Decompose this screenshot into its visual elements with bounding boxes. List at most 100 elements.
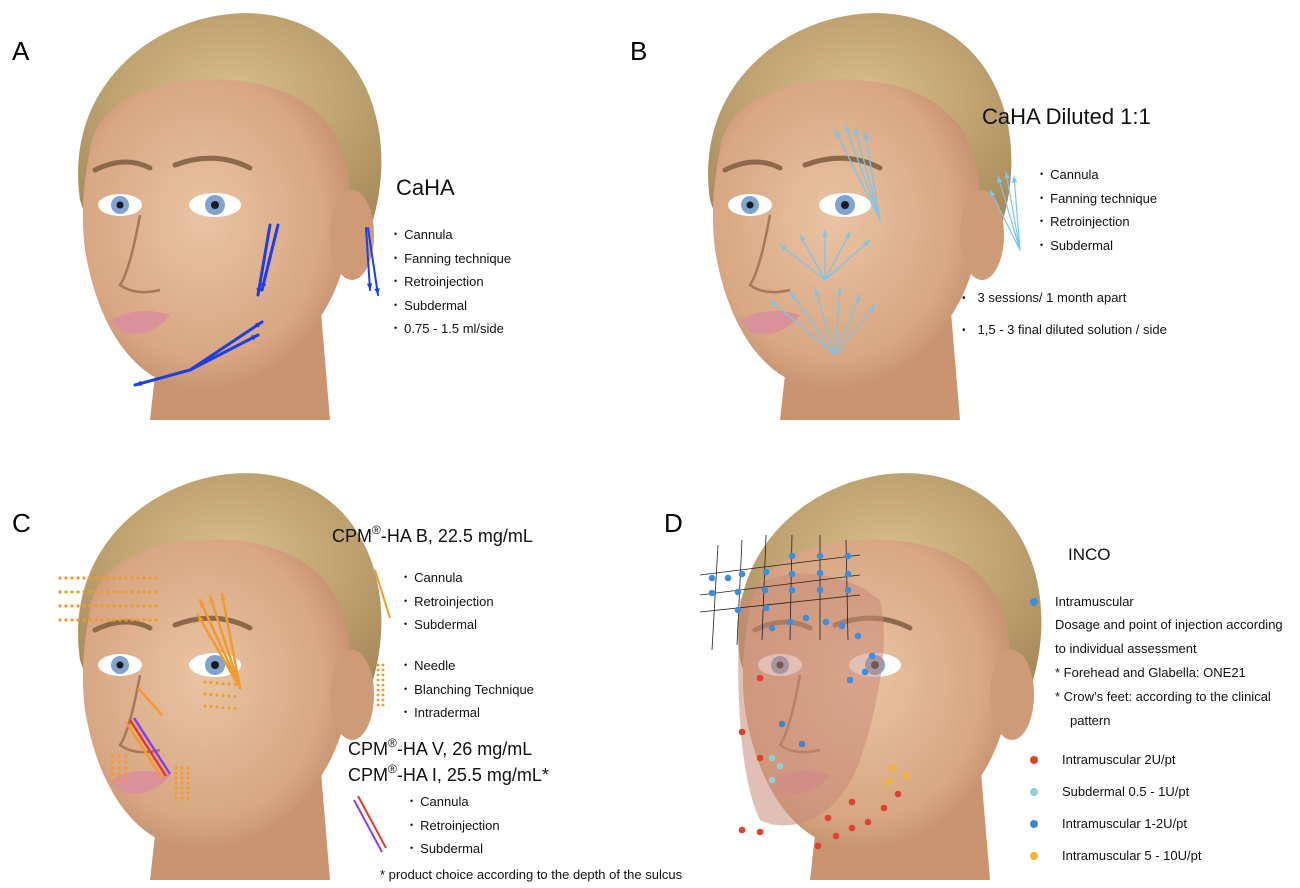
panel-d-legend-label: Intramuscular 2U/pt [1062, 752, 1175, 767]
panel-c-intradermal-dot [154, 618, 157, 621]
panel-c-legend-dot [382, 699, 385, 702]
panel-c-cannula-arrow-head [209, 596, 214, 603]
panel-a-bullet-item: Fanning technique [394, 247, 511, 271]
panel-d-intro-line-2: to individual assessment [1055, 641, 1197, 656]
panel-c-title-v: CPM®-HA V, 26 mg/mL [348, 736, 532, 760]
panel-c-intradermal-dot [204, 693, 207, 696]
panel-d-injection-dot [885, 779, 892, 786]
panel-b-bullet-item: Fanning technique [1040, 187, 1157, 211]
panel-c-intradermal-dot [64, 604, 67, 607]
panel-b-legend-arrow-head [997, 176, 1002, 183]
panel-c-intradermal-dot [111, 767, 114, 770]
panel-d-intro: Intramuscular [1030, 594, 1134, 609]
panel-c-intradermal-dot [175, 792, 178, 795]
panel-d-injection-dot [787, 619, 794, 626]
panel-a-bullet-item: Cannula [394, 223, 511, 247]
panel-a-title: CaHA [396, 175, 455, 201]
panel-c-intradermal-dot [106, 604, 109, 607]
panel-c-legend-dot [382, 704, 385, 707]
panel-d-injection-dot [845, 587, 852, 594]
panel-a-bullet-item: Retroinjection [394, 270, 511, 294]
panel-c-legend-dot [382, 674, 385, 677]
panel-c-title-b-rest: -HA B, 22.5 mg/mL [381, 526, 533, 546]
panel-c-legend-dot [382, 689, 385, 692]
panel-b-fan-arrow [790, 292, 835, 355]
panel-c-intradermal-dot [125, 773, 128, 776]
panel-c-intradermal-dot [216, 694, 219, 697]
panel-c-intradermal-dot [76, 590, 79, 593]
panel-d-injection-dot [789, 553, 796, 560]
intramuscular-blue-dot-icon [1030, 598, 1038, 606]
panel-d-injection-dot [817, 587, 824, 594]
panel-b-note-volume: 1,5 - 3 final diluted solution / side [962, 322, 1167, 337]
panel-c-intradermal-dot [118, 604, 121, 607]
panel-c-intradermal-dot [148, 604, 151, 607]
panel-b-fan-arrow-head [837, 288, 842, 295]
panel-c-intradermal-dot [94, 590, 97, 593]
panel-d-injection-dot [815, 843, 822, 850]
legend-dot-icon [1030, 852, 1038, 860]
panel-c-intradermal-dot [181, 767, 184, 770]
panel-c-intradermal-dot [175, 777, 178, 780]
panel-a-legend-arrow-head [367, 283, 372, 290]
panel-d-intro-line-3: * Forehead and Glabella: ONE21 [1055, 665, 1246, 680]
panel-d-injection-dot [845, 571, 852, 578]
panel-c-group3-bullet-item: Retroinjection [410, 814, 500, 838]
panel-b-fan-arrow [780, 245, 825, 280]
panel-c-cannula-arrow [200, 600, 240, 688]
panel-c-intradermal-dot [187, 777, 190, 780]
panel-c-intradermal-dot [222, 682, 225, 685]
panel-d-legend-item: Intramuscular 2U/pt [1030, 752, 1175, 767]
panel-b-title: CaHA Diluted 1:1 [982, 104, 1151, 130]
panel-c-intradermal-dot [94, 618, 97, 621]
panel-d-legend-label: Subdermal 0.5 - 1U/pt [1062, 784, 1189, 799]
panel-c-intradermal-dot [100, 618, 103, 621]
panel-c-intradermal-dot [125, 755, 128, 758]
panel-c-intradermal-dot [228, 695, 231, 698]
panel-c-intradermal-dot [112, 576, 115, 579]
panel-c-legend-dot [377, 694, 380, 697]
panel-a-arrow [190, 335, 258, 370]
panel-d-injection-dot [739, 729, 746, 736]
panel-c-intradermal-dot [124, 618, 127, 621]
panel-b-fan-arrow-head [814, 288, 819, 295]
legend-dot-icon [1030, 756, 1038, 764]
panel-d-injection-dot [849, 799, 856, 806]
panel-c-intradermal-dot [64, 576, 67, 579]
panel-d-injection-dot [825, 815, 832, 822]
panel-c-intradermal-dot [181, 782, 184, 785]
panel-c-intradermal-dot [187, 772, 190, 775]
panel-c-legend-dot [377, 664, 380, 667]
panel-c-intradermal-dot [94, 576, 97, 579]
panel-b-fan-arrow [800, 235, 825, 280]
panel-a-bullet-item: 0.75 - 1.5 ml/side [394, 317, 511, 341]
panel-c-intradermal-dot [125, 779, 128, 782]
legend-dot-icon [1030, 788, 1038, 796]
panel-d-injection-dot [763, 605, 770, 612]
panel-letter-b: B [630, 36, 647, 67]
panel-c-intradermal-dot [82, 590, 85, 593]
panel-c-intradermal-dot [175, 767, 178, 770]
panel-c-intradermal-dot [234, 695, 237, 698]
panel-c-title-b-main: CPM [332, 526, 372, 546]
panel-d-legend-item: Intramuscular 1-2U/pt [1030, 816, 1187, 831]
panel-d-injection-dot [803, 615, 810, 622]
panel-b-fan-arrow [835, 130, 880, 220]
panel-c-intradermal-dot [148, 618, 151, 621]
panel-c-legend-dot [382, 679, 385, 682]
panel-c-legend-dot [377, 674, 380, 677]
panel-c-intradermal-dot [175, 782, 178, 785]
panel-c-intradermal-dot [228, 707, 231, 710]
panel-a-technique-list: CannulaFanning techniqueRetroinjectionSu… [394, 223, 511, 341]
panel-b-fan-arrow [770, 300, 835, 355]
panel-c-intradermal-dot [88, 590, 91, 593]
panel-d-intro-line-4: * Crow’s feet: according to the clinical [1055, 689, 1271, 704]
panel-c-legend-dot [382, 664, 385, 667]
panel-c-intradermal-dot [125, 767, 128, 770]
panel-c-legend-dot [377, 689, 380, 692]
panel-c-intradermal-dot [187, 782, 190, 785]
panel-c-intradermal-dot [210, 681, 213, 684]
panel-c-group-needle: NeedleBlanching TechniqueIntradermal [404, 654, 534, 725]
panel-d-injection-dot [789, 587, 796, 594]
panel-c-intradermal-dot [216, 682, 219, 685]
